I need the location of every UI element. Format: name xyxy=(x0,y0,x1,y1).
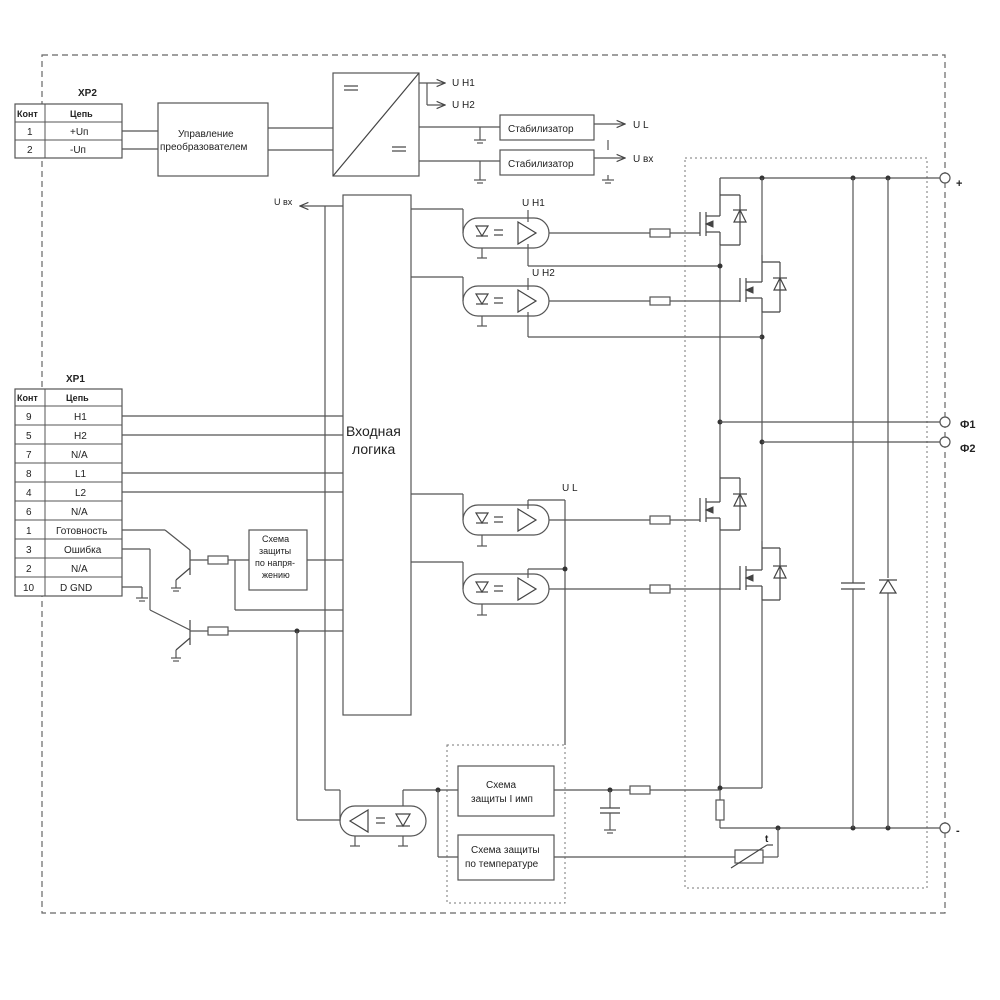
dc-dc-converter xyxy=(332,72,420,177)
uh2-output-label: U H2 xyxy=(452,100,475,111)
xp2-pin-1: 1 xyxy=(27,127,33,138)
temp-protection-label-2: по температуре xyxy=(465,859,539,870)
xp2-col-pin: Конт xyxy=(17,109,38,119)
ul-driver-label: U L xyxy=(562,483,578,494)
terminal-plus-label: + xyxy=(956,178,962,190)
xp1-net: H2 xyxy=(74,431,87,442)
terminal-minus-label: - xyxy=(956,825,960,837)
xp1-pin: 6 xyxy=(26,507,32,518)
stabilizer-2-label: Стабилизатор xyxy=(508,158,574,170)
mosfet-l1 xyxy=(699,470,747,531)
voltage-protection-label-3: по напря- xyxy=(255,558,295,568)
input-logic-block xyxy=(342,194,412,716)
mosfet-h1 xyxy=(699,178,747,246)
converter-control-label-2: преобразователем xyxy=(160,141,248,153)
xp1-pin: 8 xyxy=(26,469,32,480)
xp1-pin: 2 xyxy=(26,564,32,575)
opto-driver-l2 xyxy=(462,573,550,605)
xp2-connector: XP2 Конт Цепь 1 +Uп 2 -Uп xyxy=(14,88,123,159)
terminal-f2[interactable] xyxy=(939,436,951,448)
mosfet-l2 xyxy=(739,541,787,601)
xp1-net: N/A xyxy=(71,507,88,518)
xp1-net: N/A xyxy=(71,450,88,461)
temp-protection-label-1: Схема защиты xyxy=(471,845,540,856)
xp1-pin: 1 xyxy=(26,526,32,537)
xp1-connector: XP1 Конт Цепь 9 H1 5 H2 7 N/A 8 L1 4 L2 … xyxy=(14,374,123,597)
terminal-f1[interactable] xyxy=(939,416,951,428)
xp2-net-2: -Uп xyxy=(70,145,86,156)
voltage-protection-label-1: Схема xyxy=(262,534,289,544)
pulse-protection-block xyxy=(457,765,555,817)
xp1-title: XP1 xyxy=(66,374,85,385)
xp1-pin: 4 xyxy=(26,488,32,499)
xp1-net: N/A xyxy=(71,564,88,575)
ul-output-label: U L xyxy=(633,120,649,131)
voltage-protection-label-4: жению xyxy=(262,570,290,580)
stabilizer-1-block xyxy=(499,114,595,141)
protection-optocoupler xyxy=(339,805,427,837)
xp1-col-pin: Конт xyxy=(17,393,38,403)
protection-area-border xyxy=(446,744,566,904)
xp1-pin: 10 xyxy=(23,583,35,594)
xp1-pin: 7 xyxy=(26,450,32,461)
converter-control-label-1: Управление xyxy=(178,129,234,140)
stabilizer-1-label: Стабилизатор xyxy=(508,123,574,135)
xp1-net: D GND xyxy=(60,583,92,594)
terminal-f1-label: Ф1 xyxy=(960,419,976,431)
pulse-protection-label-1: Схема xyxy=(486,780,517,791)
xp1-net: L1 xyxy=(75,469,87,480)
xp1-net: H1 xyxy=(74,412,87,423)
input-logic-label-1: Входная xyxy=(346,423,401,439)
converter-control-block xyxy=(157,102,269,177)
mosfet-h2 xyxy=(739,255,787,313)
input-logic-label-2: логика xyxy=(352,441,395,457)
xp2-title: XP2 xyxy=(78,88,97,99)
xp1-pin: 3 xyxy=(26,545,32,556)
temp-protection-block xyxy=(457,834,555,881)
xp2-net-1: +Uп xyxy=(70,127,88,138)
opto-driver-l1 xyxy=(462,504,550,536)
terminal-minus[interactable] xyxy=(939,822,951,834)
xp2-pin-2: 2 xyxy=(27,145,33,156)
xp1-net: Готовность xyxy=(56,526,107,537)
terminal-plus[interactable] xyxy=(939,172,951,184)
xp1-pin: 5 xyxy=(26,431,32,442)
xp2-col-net: Цепь xyxy=(70,109,93,119)
terminal-f2-label: Ф2 xyxy=(960,443,976,455)
opto-driver-h1 xyxy=(462,217,550,249)
uh2-driver-label: U H2 xyxy=(532,268,555,279)
uvx-output-label: U вх xyxy=(633,154,653,165)
opto-driver-h2 xyxy=(462,285,550,317)
voltage-protection-block xyxy=(248,529,308,591)
xp1-net: Ошибка xyxy=(64,544,102,556)
xp1-pin: 9 xyxy=(26,412,32,423)
voltage-protection-label-2: защиты xyxy=(259,546,291,556)
uvx-left-label: U вх xyxy=(274,197,293,207)
xp1-col-net: Цепь xyxy=(66,393,89,403)
uh1-driver-label: U H1 xyxy=(522,198,545,209)
uh1-output-label: U H1 xyxy=(452,78,475,89)
thermistor-label: t xyxy=(765,834,769,845)
xp1-net: L2 xyxy=(75,488,87,499)
stabilizer-2-block xyxy=(499,149,595,176)
power-stage-border xyxy=(684,157,928,889)
pulse-protection-label-2: защиты I имп xyxy=(471,794,533,805)
